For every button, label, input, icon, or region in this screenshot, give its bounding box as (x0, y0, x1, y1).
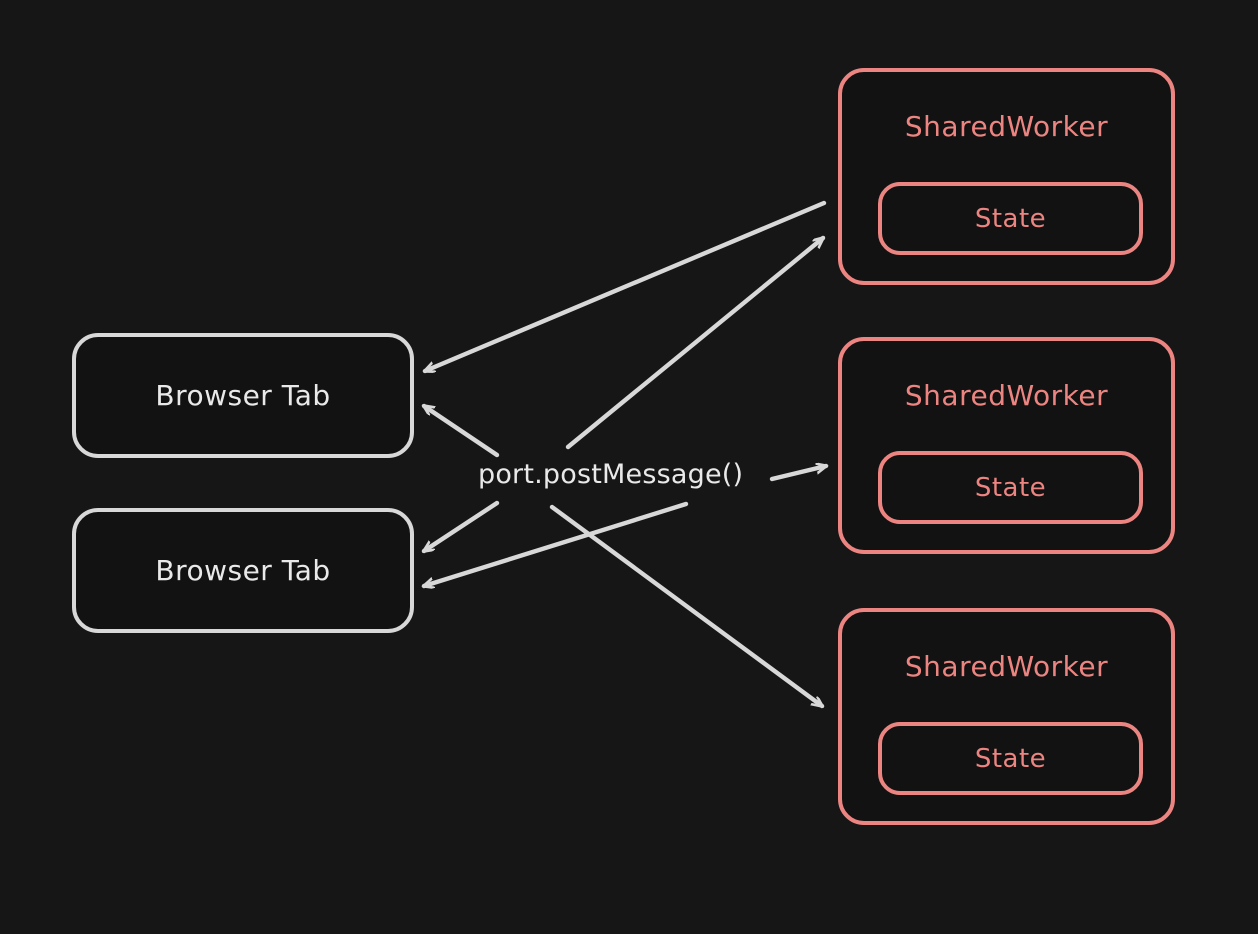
arrow-worker1-to-tab1 (425, 200, 827, 374)
shared-worker-1[interactable]: SharedWorker State (838, 68, 1175, 285)
shared-worker-3-state-box[interactable]: State (878, 722, 1143, 795)
shared-worker-3[interactable]: SharedWorker State (838, 608, 1175, 825)
browser-tab-2-label: Browser Tab (155, 554, 331, 587)
browser-tab-2[interactable]: Browser Tab (72, 508, 414, 633)
arrow-tab1-to-worker1 (565, 235, 826, 450)
browser-tab-1[interactable]: Browser Tab (72, 333, 414, 458)
shared-worker-2-state-label: State (974, 472, 1047, 503)
shared-worker-1-state-label: State (974, 203, 1047, 234)
port-post-message-label: port.postMessage() (478, 459, 744, 490)
shared-worker-2-state-box[interactable]: State (878, 451, 1143, 524)
arrow-label-to-tab1 (421, 403, 500, 458)
arrow-label-to-tab2 (421, 500, 500, 554)
shared-worker-1-title: SharedWorker (904, 110, 1109, 143)
arrow-worker2-to-tab2 (424, 501, 689, 586)
arrow-label-to-worker3 (549, 504, 825, 709)
arrow-label-to-worker2 (769, 466, 826, 482)
shared-worker-1-state-box[interactable]: State (878, 182, 1143, 255)
browser-tab-1-label: Browser Tab (155, 379, 331, 412)
shared-worker-2[interactable]: SharedWorker State (838, 337, 1175, 554)
shared-worker-3-state-label: State (974, 743, 1047, 774)
shared-worker-2-title: SharedWorker (904, 379, 1109, 412)
shared-worker-3-title: SharedWorker (904, 650, 1109, 683)
